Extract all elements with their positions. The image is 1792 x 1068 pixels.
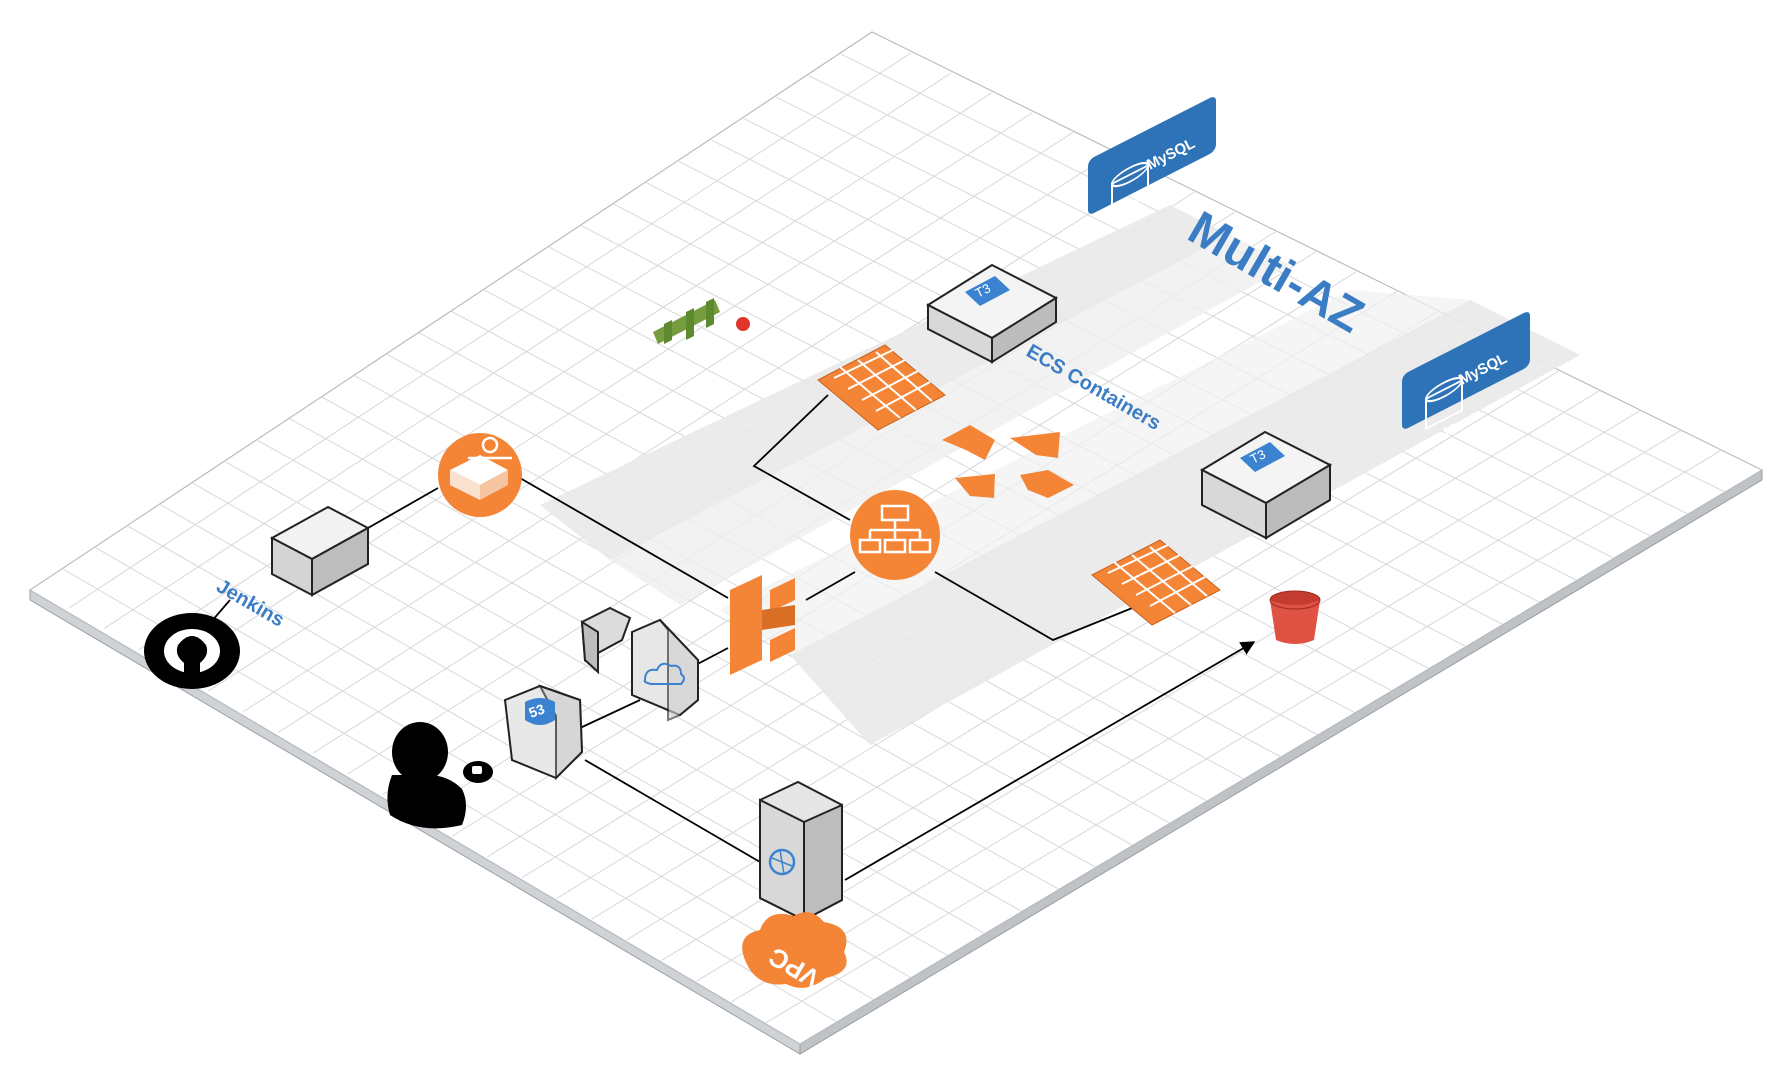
user-icon[interactable] (387, 722, 493, 829)
ecs-task-2[interactable] (1091, 539, 1221, 626)
cloudfront-icon[interactable] (580, 606, 699, 722)
vpc-cloud-icon[interactable] (742, 912, 847, 988)
line-cloudfront-route53 (579, 699, 641, 729)
grid-line (239, 151, 1115, 715)
az-band-2 (790, 300, 1580, 745)
github-icon[interactable] (144, 613, 240, 689)
mysql-db-2[interactable] (1402, 310, 1530, 441)
auto-scaling-icon[interactable] (942, 425, 1074, 498)
connections (191, 394, 1256, 881)
line-elb-task2 (934, 571, 1153, 641)
route53-icon[interactable] (503, 684, 584, 781)
line-route53-gateway (584, 759, 761, 863)
api-gateway-icon[interactable] (730, 575, 795, 675)
route53-number: 53 (527, 700, 547, 720)
ecr-registry-icon[interactable] (438, 433, 522, 517)
s3-bucket-icon[interactable] (1269, 590, 1321, 644)
ec2-instance-1[interactable] (925, 263, 1059, 364)
jenkins-server-icon[interactable] (269, 505, 371, 597)
grid-line (204, 131, 1075, 694)
grid-line (99, 71, 954, 632)
grid-line (764, 449, 1722, 1024)
elb-icon[interactable] (850, 490, 940, 580)
az-band-1-lower (610, 235, 1290, 605)
line-gateway-s3[interactable] (844, 641, 1256, 881)
line-task1-elb (752, 394, 851, 521)
cloudwatch-icon[interactable] (653, 298, 750, 344)
ec2-instance-1-type: T3 (973, 280, 993, 300)
mysql-db-1[interactable] (1088, 95, 1216, 226)
grid-line (729, 429, 1682, 1004)
line-jenkins-ecr (367, 487, 439, 529)
ecs-task-1[interactable] (817, 344, 946, 431)
line-apigw-elb (805, 571, 856, 601)
line-ecr-apigw (519, 477, 729, 599)
ec2-instance-2[interactable] (1199, 430, 1333, 540)
grid-line (64, 51, 913, 612)
internet-gateway-icon[interactable] (759, 780, 843, 922)
grid-line (694, 409, 1641, 983)
ec2-instance-2-type: T3 (1248, 446, 1268, 466)
